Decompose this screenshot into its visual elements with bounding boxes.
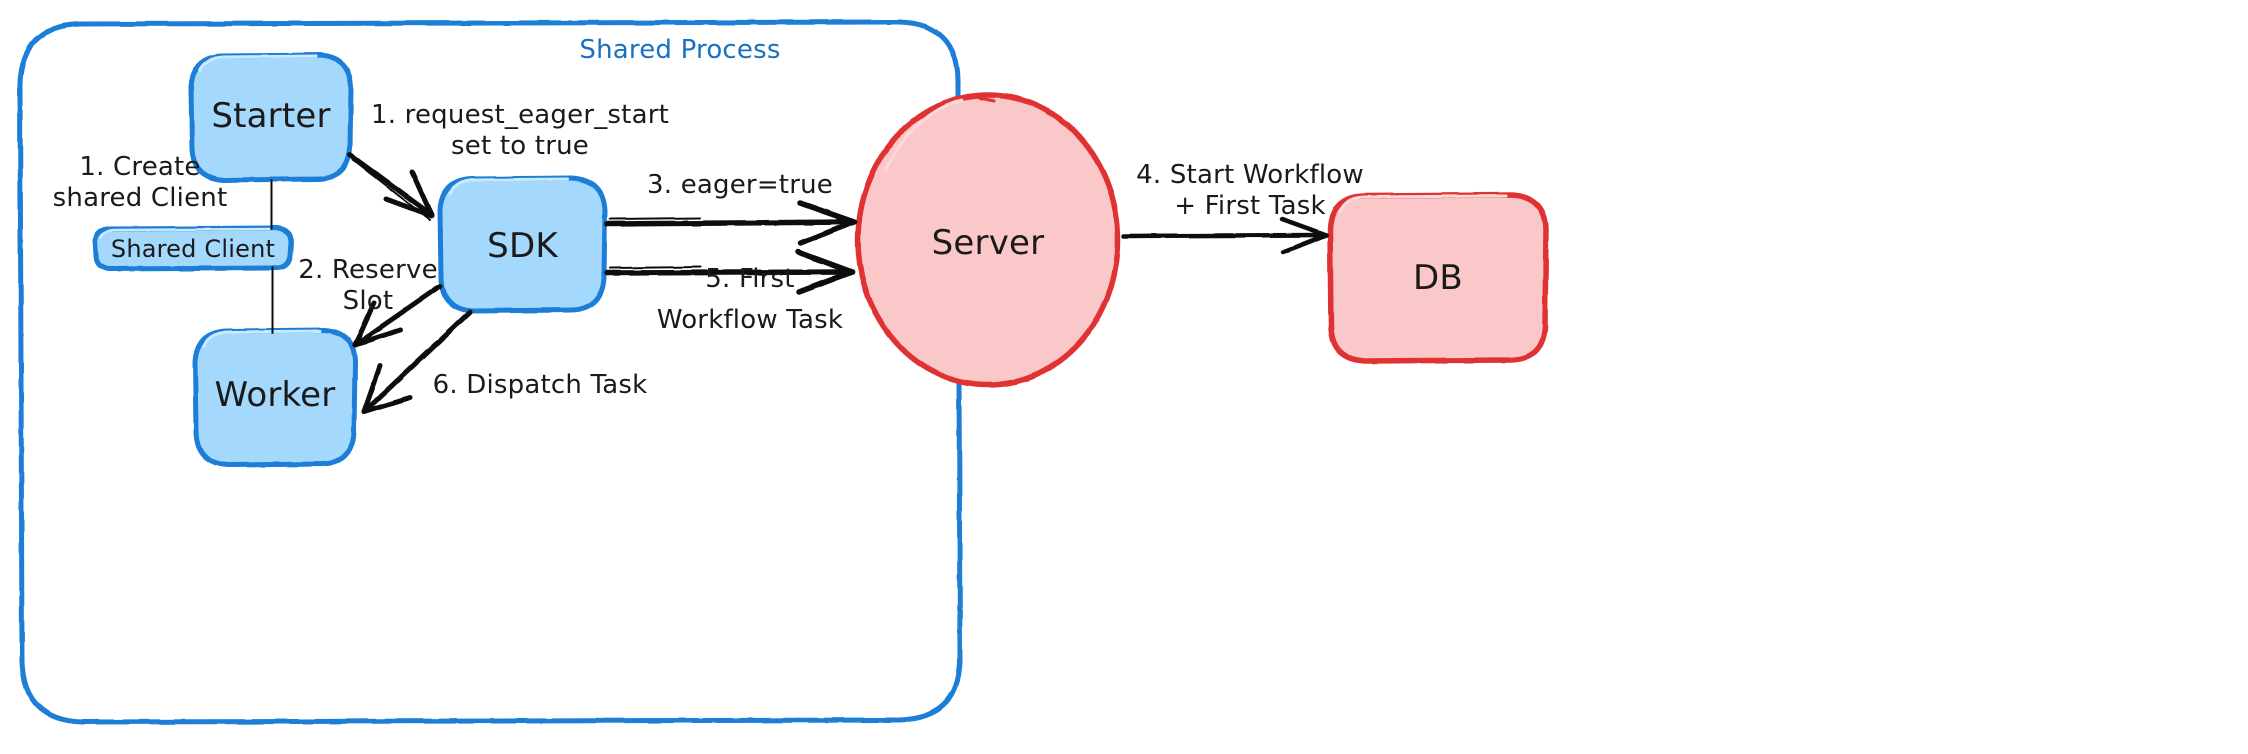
node-starter[interactable] (188, 52, 354, 183)
edge-start-workflow (1121, 216, 1329, 255)
node-shared-client[interactable] (92, 225, 294, 272)
edge-reserve-slot (352, 283, 443, 348)
edge-eager-true (604, 200, 857, 246)
group-shared-process (17, 19, 963, 725)
edge-request-eager-start (347, 152, 435, 221)
edge-shared-client-worker (269, 266, 276, 335)
edge-create-shared-client (268, 179, 275, 231)
node-sdk[interactable] (437, 175, 608, 314)
edge-first-workflow-task (604, 249, 855, 295)
edge-dispatch-task (361, 309, 473, 415)
node-db[interactable] (1327, 192, 1549, 364)
node-server[interactable] (855, 92, 1121, 388)
node-worker[interactable] (192, 327, 358, 468)
